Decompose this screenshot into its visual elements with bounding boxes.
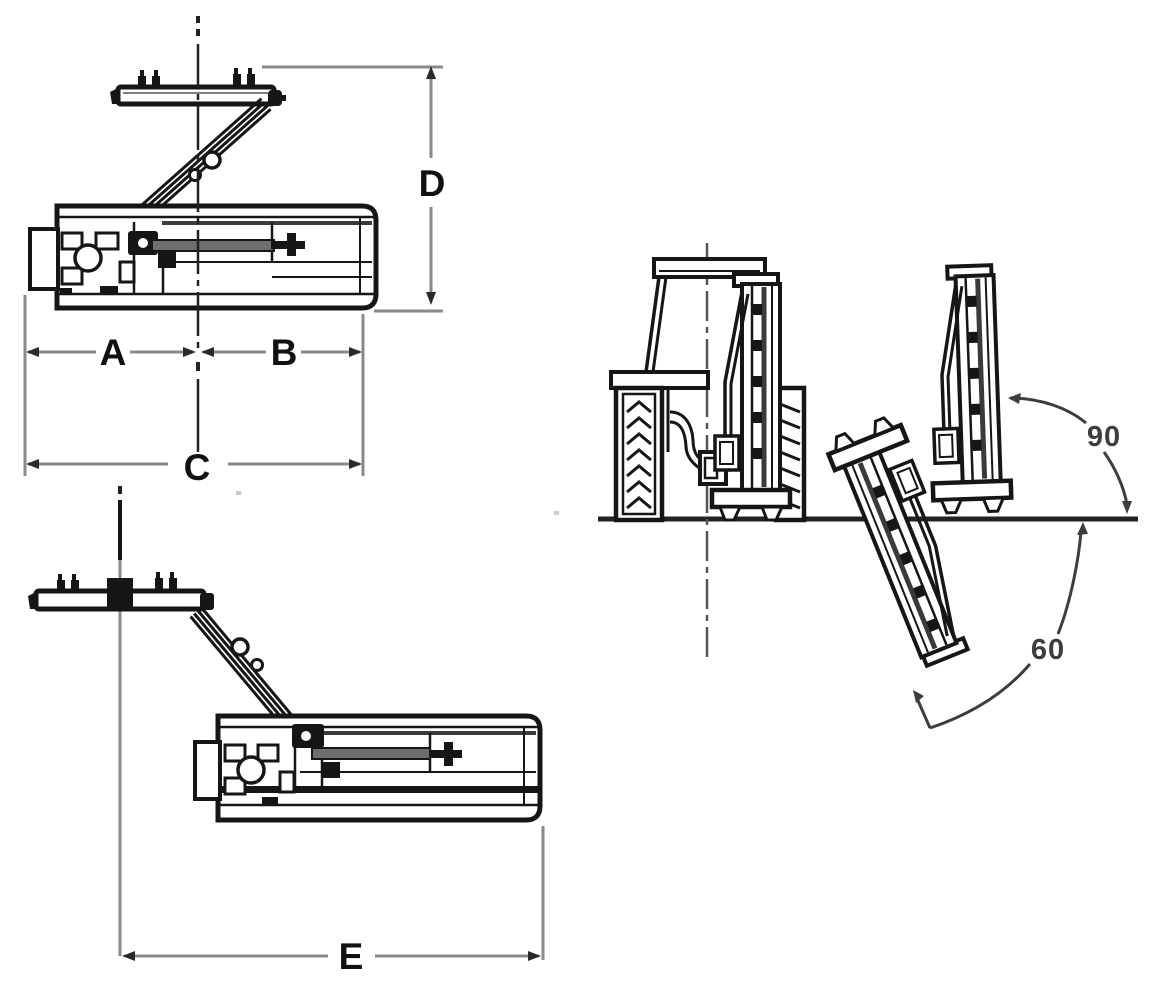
dimension-d: D xyxy=(262,65,446,313)
dimension-label-a: A xyxy=(100,332,127,373)
mower-unit-90 xyxy=(925,265,1012,514)
centerline-top-view xyxy=(196,16,200,452)
arrowhead xyxy=(201,347,214,357)
offset-view: E xyxy=(28,486,545,977)
top-view: D A B C xyxy=(23,16,446,495)
dimension-c: C xyxy=(26,447,362,488)
arrowhead xyxy=(183,347,196,357)
angle-label-90: 90 xyxy=(1087,421,1121,453)
three-point-hitch-top xyxy=(110,68,286,107)
angle-arc-90: 90 xyxy=(1008,393,1132,514)
rear-view: 90 60 xyxy=(554,243,1138,730)
dimension-label-b: B xyxy=(271,332,298,373)
scan-artifact xyxy=(554,511,559,515)
centerline-offset-view xyxy=(118,486,122,956)
arrowhead xyxy=(426,66,436,79)
arrowhead xyxy=(349,347,362,357)
tractor-left-wheel xyxy=(613,385,665,523)
arrowhead xyxy=(122,951,135,961)
dimension-label-e: E xyxy=(339,936,364,977)
dimension-a: A xyxy=(23,295,196,476)
mower-body-top xyxy=(28,203,379,311)
arrowhead xyxy=(1122,501,1132,514)
arrowhead xyxy=(26,459,39,469)
arrowhead xyxy=(913,690,924,703)
angle-arc-60: 60 xyxy=(913,522,1088,730)
arrowhead xyxy=(26,347,39,357)
dimension-b: B xyxy=(201,314,365,476)
arrowhead xyxy=(528,951,541,961)
arrowhead xyxy=(1008,393,1021,404)
scan-artifact xyxy=(236,491,241,495)
dimension-label-c: C xyxy=(184,447,211,488)
dimension-e: E xyxy=(122,826,545,977)
angle-label-60: 60 xyxy=(1031,634,1065,666)
dimension-label-d: D xyxy=(419,163,446,204)
arrowhead xyxy=(349,459,362,469)
three-point-hitch-offset xyxy=(28,572,214,612)
mower-body-offset xyxy=(193,713,543,823)
arrowhead xyxy=(426,292,436,305)
arrowhead xyxy=(1077,522,1088,535)
